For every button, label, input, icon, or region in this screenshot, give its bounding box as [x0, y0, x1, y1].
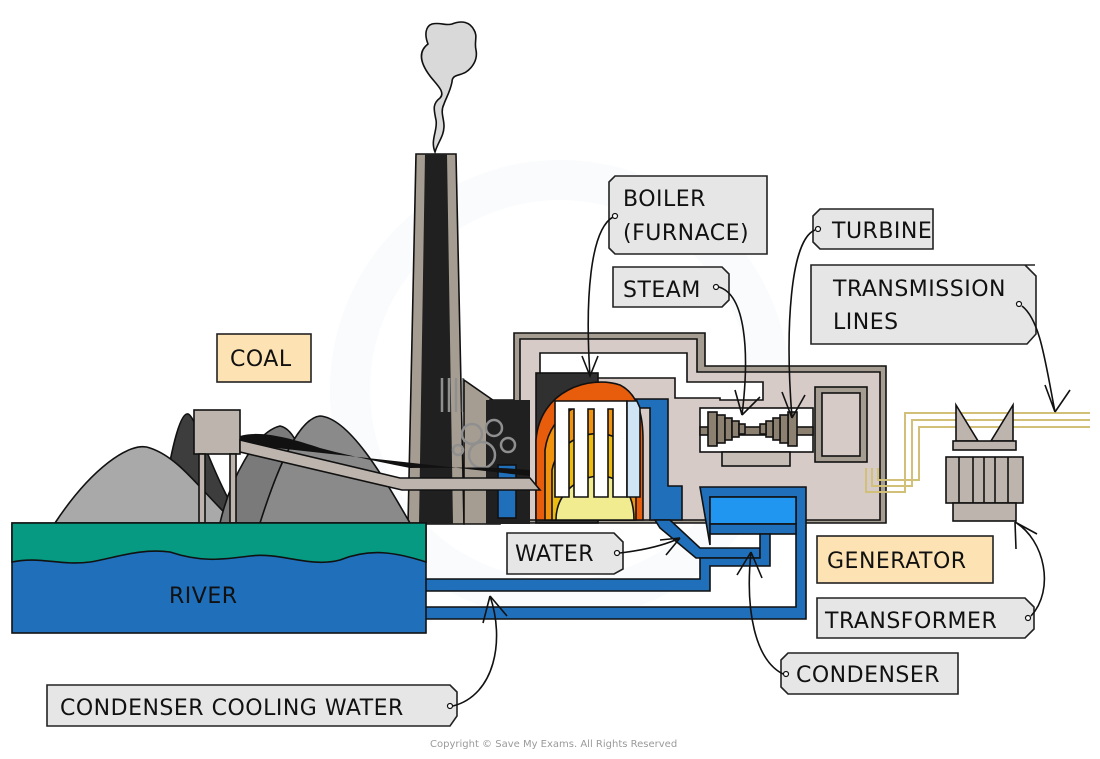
condenser	[424, 486, 807, 620]
label-condenser-text: CONDENSER	[796, 663, 940, 688]
label-boiler-line2: (FURNACE)	[623, 221, 749, 246]
label-coal: COAL	[216, 333, 312, 383]
smoke-plume	[420, 21, 478, 155]
furnace	[535, 381, 644, 521]
label-generator-text: GENERATOR	[827, 549, 967, 574]
coal-piles	[53, 409, 542, 524]
transformer	[945, 402, 1024, 522]
label-steam: STEAM	[612, 266, 761, 416]
label-condenser-cooling-water: CONDENSER COOLING WATER	[46, 595, 508, 727]
generator	[814, 386, 868, 463]
arrow-condenser	[736, 551, 784, 675]
power-cables	[865, 412, 1090, 493]
arrow-steam	[718, 286, 761, 416]
label-water-text: WATER	[515, 542, 594, 567]
label-transmission-line1: TRANSMISSION	[832, 277, 1006, 302]
boiler-tubes	[554, 400, 628, 498]
label-transformer: TRANSFORMER	[816, 521, 1046, 639]
label-transmission-line2: LINES	[833, 310, 899, 335]
label-coal-text: COAL	[230, 347, 292, 372]
label-condenser-cooling-water-text: CONDENSER COOLING WATER	[60, 696, 404, 721]
label-turbine: TURBINE	[781, 208, 934, 419]
label-condenser: CONDENSER	[736, 551, 959, 695]
label-turbine-text: TURBINE	[831, 219, 932, 244]
arrow-water	[619, 537, 681, 556]
label-boiler-line1: BOILER	[623, 187, 706, 212]
arrow-transmission	[1021, 305, 1071, 413]
copyright-notice: Copyright © Save My Exams. All Rights Re…	[430, 739, 677, 750]
river	[11, 522, 427, 634]
label-river: RIVER	[169, 584, 238, 609]
label-transmission-lines: TRANSMISSION LINES	[810, 264, 1071, 413]
arrow-turbine	[781, 229, 816, 419]
chimney	[407, 153, 465, 525]
label-generator: GENERATOR	[816, 535, 994, 584]
label-steam-text: STEAM	[623, 278, 701, 303]
label-water: WATER	[506, 532, 681, 575]
label-transformer-text: TRANSFORMER	[824, 609, 997, 634]
arrow-boiler	[581, 216, 614, 379]
arrow-cooling-water	[452, 595, 508, 707]
arrow-transformer	[1014, 521, 1046, 617]
label-boiler: BOILER (FURNACE)	[581, 175, 768, 379]
